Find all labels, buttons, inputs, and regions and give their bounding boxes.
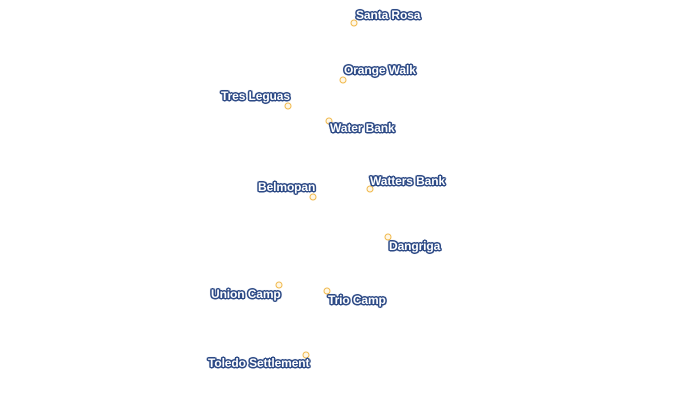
place-dot-icon: [325, 117, 333, 125]
place-dot-icon: [309, 193, 317, 201]
place-label: Belmopan: [258, 180, 316, 194]
place-label: Tres Leguas: [221, 89, 290, 103]
place-dot-icon: [323, 287, 331, 295]
place-label: Santa Rosa: [356, 8, 421, 22]
place-dot-icon: [350, 19, 358, 27]
place-dot-icon: [339, 76, 347, 84]
place-dot-icon: [302, 351, 310, 359]
place-dot-icon: [366, 185, 374, 193]
place-dot-icon: [384, 233, 392, 241]
place-label: Toledo Settlement: [208, 356, 310, 370]
place-label: Orange Walk: [344, 63, 416, 77]
place-label: Watters Bank: [370, 174, 446, 188]
place-label: Trio Camp: [328, 293, 386, 307]
place-dot-icon: [284, 102, 292, 110]
place-dot-icon: [275, 281, 283, 289]
place-label: Union Camp: [211, 287, 281, 301]
place-label: Water Bank: [330, 121, 395, 135]
place-label: Dangriga: [389, 239, 441, 253]
